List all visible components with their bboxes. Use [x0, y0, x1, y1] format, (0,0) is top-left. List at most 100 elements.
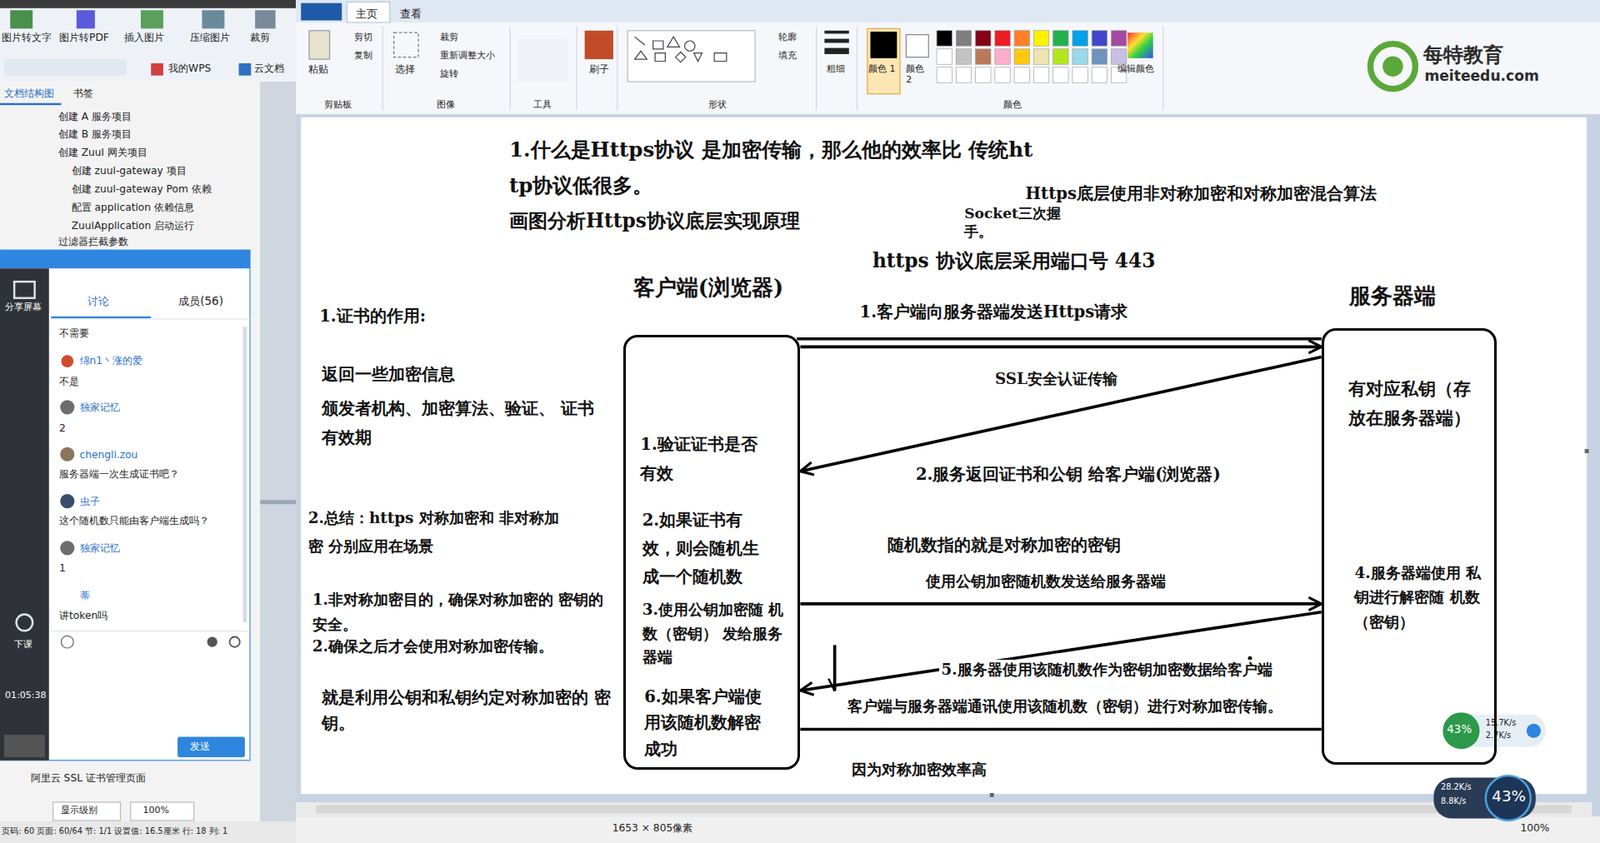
chat-user: 虫子	[80, 495, 100, 509]
chat-user: 蒂	[80, 590, 90, 603]
outline-item: 创建 A 服务项目	[58, 110, 132, 124]
note: 1.证书的作用:	[319, 305, 426, 327]
box-heading: 服务器端	[1349, 282, 1436, 310]
ribbon-tab: 查看	[400, 7, 422, 21]
ribbon-label: 复制	[354, 50, 373, 61]
box-text: 4.服务器端使用 私钥进行解密随 机数（密钥）	[1354, 560, 1490, 635]
box-heading: 客户端(浏览器)	[633, 274, 784, 302]
status-text: 页码: 60 页面: 60/64 节: 1/1 设置值: 16.5厘米 行: 1…	[1, 826, 228, 837]
outline-item: 阿里云 SSL 证书管理页面	[30, 772, 146, 785]
ribbon-group: 形状	[708, 99, 727, 110]
ribbon-group: 工具	[533, 99, 552, 110]
ribbon-label: 剪切	[354, 31, 373, 43]
ribbon-label: 重新调整大小	[440, 50, 495, 61]
rounded-box: 服务器端有对应私钥（存 放在服务器端）4.服务器端使用 私钥进行解密随 机数（密…	[1321, 328, 1497, 765]
net-speed: 28.2K/s	[1440, 782, 1472, 793]
connector-arrow	[800, 728, 1321, 732]
box-text: 3.使用公钥加密随 机数（密钥） 发给服务器端	[642, 598, 796, 670]
chat-user: 独家记忆	[80, 542, 120, 555]
chat-message: 2	[59, 422, 66, 435]
ribbon-label: 颜色 2	[905, 63, 930, 85]
chat-tab: 讨论	[87, 295, 110, 309]
box-text: 2.如果证书有 效，则会随机生 成一个随机数	[642, 506, 770, 593]
box-text: 1.验证证书是否 有效	[640, 430, 768, 489]
ribbon-label: 轮廓	[778, 31, 797, 43]
status-text: 1653 × 805像素	[612, 822, 694, 835]
ribbon-label: 裁剪	[440, 31, 459, 43]
outline-item: ZuulApplication 启动运行	[71, 220, 195, 233]
net-gauge: 43%	[1491, 787, 1526, 806]
chat-message: 不是	[59, 375, 80, 389]
box-text: 6.如果客户端使 用该随机数解密 成功	[644, 684, 772, 763]
logo-text: 每特教育	[1423, 44, 1504, 67]
chat-user: chengli.zou	[80, 449, 139, 462]
edge-label: 使用公钥加密随机数发送给服务器端	[923, 571, 1169, 592]
ribbon-tab: 主页	[355, 7, 378, 21]
connector-arrow	[800, 357, 1321, 472]
toolbar-label: 图片转文字	[1, 31, 52, 45]
note: 2.总结：https 对称加密和 非对称加密 分别应用在场景	[308, 504, 564, 561]
note: Https底层使用非对称加密和对称加密混合算法	[1025, 183, 1377, 205]
diagram-subtitle: 画图分析Https协议底层实现原理	[509, 208, 800, 234]
edge-label: 5.服务器使用该随机数作为密钥加密数据给客户端	[939, 660, 1275, 680]
toolbar-label: 云文档	[254, 62, 285, 75]
ribbon-label: 颜色 1	[868, 63, 900, 75]
toolbar-label: 插入图片	[124, 31, 165, 45]
chat-tab: 成员(56)	[178, 295, 224, 309]
edge-label: 2.服务返回证书和公钥 给客户端(浏览器)	[913, 464, 1224, 485]
ribbon-label: 选择	[395, 63, 415, 76]
logo-url: meiteedu.com	[1424, 68, 1539, 85]
ribbon-group: 颜色	[1003, 99, 1022, 110]
ribbon-label: 粗细	[826, 63, 845, 75]
chat-message: 这个随机数只能由客户端生成吗？	[59, 515, 210, 528]
note: 颁发者机构、加密算法、验证、 证书有效期	[321, 394, 608, 454]
ribbon-label: 旋转	[440, 68, 459, 80]
note: https 协议底层采用端口号 443	[872, 248, 1155, 274]
connector-arrow	[800, 345, 1321, 349]
ribbon-label: 编辑颜色	[1117, 63, 1155, 75]
outline-item: 创建 zuul-gateway Pom 依赖	[71, 183, 212, 196]
chat-message: 不需要	[59, 327, 90, 340]
net-gauge: 43%	[1446, 723, 1472, 737]
chat-message: 讲token吗	[59, 610, 108, 623]
note: 1.非对称加密目的，确保对称加密的 密钥的安全。	[312, 587, 619, 637]
outline-item: 创建 zuul-gateway 项目	[71, 165, 187, 178]
connector-arrow	[800, 602, 1321, 606]
ribbon-label: 刷子	[589, 63, 610, 76]
note: Socket三次握 手。	[964, 204, 1066, 242]
outline-item: 配置 application 依赖信息	[71, 201, 195, 215]
outline-item: 过滤器拦截参数	[58, 235, 129, 249]
ribbon-label: 填充	[778, 50, 797, 61]
outline-item: 创建 Zuul 网关项目	[58, 146, 148, 160]
chat-user: 独家记忆	[80, 401, 120, 415]
toolbar-label: 裁剪	[250, 31, 270, 45]
toolbar-label: 我的WPS	[168, 62, 211, 75]
note: 就是利用公钥和私钥约定对称加密的 密钥。	[321, 685, 618, 738]
send-button: 发送	[190, 740, 210, 754]
net-speed: 2.7K/s	[1485, 730, 1511, 741]
edge-label: 1.客户端向服务器端发送Https请求	[857, 301, 1131, 323]
status-text: 100%	[1520, 822, 1550, 835]
chat-side-label: 下课	[14, 639, 33, 650]
panel-tab: 文档结构图	[4, 87, 55, 100]
outline-item: 创建 B 服务项目	[58, 128, 132, 141]
box-text: 有对应私钥（存 放在服务器端）	[1348, 374, 1491, 434]
rounded-box: 客户端(浏览器)1.验证证书是否 有效2.如果证书有 效，则会随机生 成一个随机…	[623, 335, 800, 771]
chat-message: 1	[59, 562, 66, 575]
note: SSL安全认证传输	[995, 369, 1118, 390]
note: 返回一些加密信息	[321, 364, 455, 385]
net-speed: 8.8K/s	[1440, 796, 1466, 807]
toolbar-label: 图片转PDF	[59, 31, 110, 45]
diagram-title: 1.什么是Https协议 是加密传输，那么他的效率比 传统http协议低很多。	[509, 132, 1040, 205]
chat-user: 绵n1丶涨的爱	[80, 355, 144, 368]
timer: 01:05:38	[5, 690, 46, 701]
chat-message: 服务器端一次生成证书吧？	[59, 468, 180, 481]
note: 随机数指的就是对称加密的密钥	[887, 535, 1121, 556]
connector-arrow	[800, 612, 1321, 691]
chat-side-label: 分享屏幕	[5, 301, 42, 313]
toolbar-label: 压缩图片	[190, 31, 230, 45]
ribbon-group: 剪贴板	[324, 99, 352, 110]
panel-tab: 书签	[73, 87, 94, 100]
zoom-label: 100%	[142, 805, 170, 816]
